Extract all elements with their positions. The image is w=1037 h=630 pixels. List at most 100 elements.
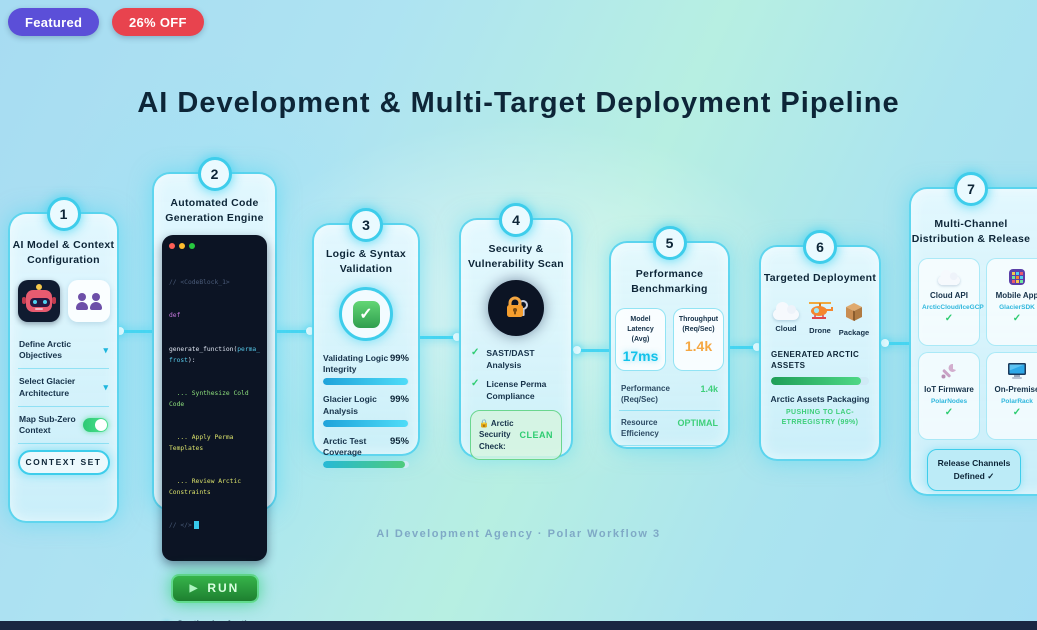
- kv-value: OPTIMAL: [677, 418, 719, 429]
- run-button-label: RUN: [207, 581, 240, 596]
- stage-title: Logic & Syntax Validation: [325, 248, 407, 275]
- progress-bar: [323, 378, 409, 386]
- security-status-box: 🔒 Arctic Security Check: CLEAN: [470, 410, 562, 460]
- stage-title: Performance Benchmarking: [631, 268, 708, 295]
- metric-value: 99%: [389, 353, 409, 365]
- connector-node-icon: [306, 327, 314, 335]
- status-label: Arctic Security Check:: [479, 419, 514, 451]
- code-comment: // </>: [169, 521, 192, 529]
- target-label: Drone: [809, 325, 831, 335]
- stage-title: AI Model & Context Configuration: [12, 239, 115, 266]
- robot-icon[interactable]: [17, 280, 60, 323]
- monitor-icon: [1008, 363, 1026, 380]
- stage-number-badge: 5: [652, 226, 687, 260]
- stage-number-badge: 2: [197, 157, 232, 191]
- stat-value: 17ms: [622, 347, 659, 364]
- stat-label: Model Latency (Avg): [627, 316, 654, 343]
- kv-label: Resource Efficiency: [621, 418, 659, 439]
- metric-value: 95%: [389, 435, 409, 447]
- channel-platform: PolarNodes: [930, 397, 968, 405]
- toggle-label: Map Sub-Zero Context: [19, 413, 76, 435]
- dropdown-label: Define Arctic Objectives: [19, 339, 72, 361]
- channel-platform: ArcticCloud/IceGCP: [922, 303, 984, 311]
- target-cloud: Cloud: [769, 300, 803, 337]
- stage-card-security-scan: 4 Security & Vulnerability Scan ✓ SAST/D…: [459, 203, 573, 460]
- stat-value: 1.4k: [684, 337, 713, 354]
- check-icon: ✓: [471, 347, 480, 359]
- kv-row-resource-efficiency: Resource Efficiency OPTIMAL: [611, 411, 728, 445]
- status-value: CLEAN: [519, 430, 553, 441]
- code-function: generate_function(: [169, 345, 238, 353]
- code-editor: // <CodeBlock_1> def generate_function(p…: [162, 235, 267, 561]
- stage-card-code-generation: 2 Automated Code Generation Engine // <C…: [152, 157, 277, 629]
- channel-on-premise: On-Premise PolarRack ✓: [986, 352, 1037, 441]
- channel-name: On-Premise: [994, 385, 1037, 395]
- progress-bar: [323, 460, 409, 468]
- stage-title: Multi-Channel Distribution & Release: [911, 218, 1031, 245]
- stage-number-badge: 6: [803, 230, 837, 264]
- stage-card-performance-benchmarking: 5 Performance Benchmarking Model Latency…: [609, 226, 730, 449]
- validation-check-icon: ✓: [339, 287, 393, 342]
- bottom-bar: [0, 621, 1037, 630]
- check-icon: ✓: [1012, 406, 1022, 418]
- chevron-down-icon: ▾: [103, 382, 108, 393]
- connector-2-3: [275, 330, 314, 333]
- context-set-button[interactable]: CONTEXT SET: [17, 449, 110, 475]
- code-argument: perma_frost: [169, 345, 260, 364]
- connector-3-4: [418, 336, 461, 339]
- kv-value: 1.4k: [700, 383, 718, 394]
- divider: [18, 405, 109, 407]
- page-title: AI Development & Multi-Target Deployment…: [137, 87, 900, 119]
- stage-number-badge: 7: [954, 172, 988, 206]
- stage-number-badge: 4: [499, 203, 533, 237]
- check-label: SAST/DAST Analysis: [486, 348, 535, 370]
- code-keyword: def: [169, 312, 181, 320]
- code-body-line: ... Apply Perma Templates: [169, 433, 238, 452]
- drone-icon: [809, 301, 833, 319]
- divider: [619, 410, 720, 412]
- stage-card-distribution-release: 7 Multi-Channel Distribution & Release C…: [909, 172, 1037, 496]
- stage-card-targeted-deployment: 6 Targeted Deployment Cloud Drone: [759, 230, 881, 461]
- target-label: Package: [838, 327, 870, 337]
- code-close: ):: [187, 356, 196, 364]
- team-icon[interactable]: [67, 280, 110, 323]
- map-sub-zero-context-toggle[interactable]: [83, 417, 108, 432]
- stage-title: Targeted Deployment: [763, 272, 877, 284]
- stage-card-logic-validation: 3 Logic & Syntax Validation ✓ Validating…: [312, 208, 420, 468]
- run-button[interactable]: ▶ RUN: [170, 573, 259, 603]
- metric-label: Arctic Test Coverage: [323, 435, 367, 457]
- metric-validating-logic-integrity: Validating Logic Integrity 99%: [323, 353, 409, 386]
- stage-title: Automated Code Generation Engine: [165, 197, 264, 224]
- channel-name: IoT Firmware: [924, 385, 974, 395]
- connector-node-icon: [573, 346, 581, 354]
- code-body-line: ... Review Arctic Constraints: [169, 477, 245, 496]
- dropdown-select-glacier-architecture[interactable]: Select Glacier Architecture ▾: [10, 369, 117, 405]
- progress-bar: [323, 419, 409, 427]
- connector-node-icon: [453, 333, 461, 341]
- code-comment: // <CodeBlock_1>: [169, 279, 230, 287]
- cloud-icon: [937, 269, 961, 286]
- check-icon: ✓: [1012, 312, 1022, 324]
- metric-label: Glacier Logic Analysis: [323, 394, 377, 416]
- connector-4-5: [571, 349, 611, 352]
- check-item: ✓ License Perma Compliance: [471, 379, 561, 402]
- channel-platform: GlacierSDK: [999, 303, 1035, 311]
- divider: [18, 368, 109, 370]
- connector-1-2: [117, 330, 154, 333]
- stat-label: Throughput (Req/Sec): [678, 316, 719, 334]
- chevron-down-icon: ▾: [103, 344, 108, 355]
- check-item: ✓ SAST/DAST Analysis: [471, 348, 561, 371]
- channel-name: Mobile App: [995, 291, 1037, 301]
- dropdown-define-arctic-objectives[interactable]: Define Arctic Objectives ▾: [10, 332, 117, 368]
- play-icon: ▶: [189, 582, 200, 594]
- packaging-label: Arctic Assets Packaging: [770, 393, 870, 404]
- channel-mobile-app: Mobile App GlacierSDK ✓: [986, 258, 1037, 347]
- connector-node-icon: [753, 343, 761, 351]
- discount-badge: 26% OFF: [112, 8, 204, 36]
- connector-node-icon: [881, 339, 889, 347]
- target-drone: Drone: [803, 300, 837, 337]
- release-channels-box: Release Channels Defined ✓: [927, 449, 1021, 491]
- channel-cloud-api: Cloud API ArcticCloud/IceGCP ✓: [918, 258, 984, 347]
- dropdown-label: Select Glacier Architecture: [19, 376, 76, 398]
- security-lock-icon: [488, 280, 544, 337]
